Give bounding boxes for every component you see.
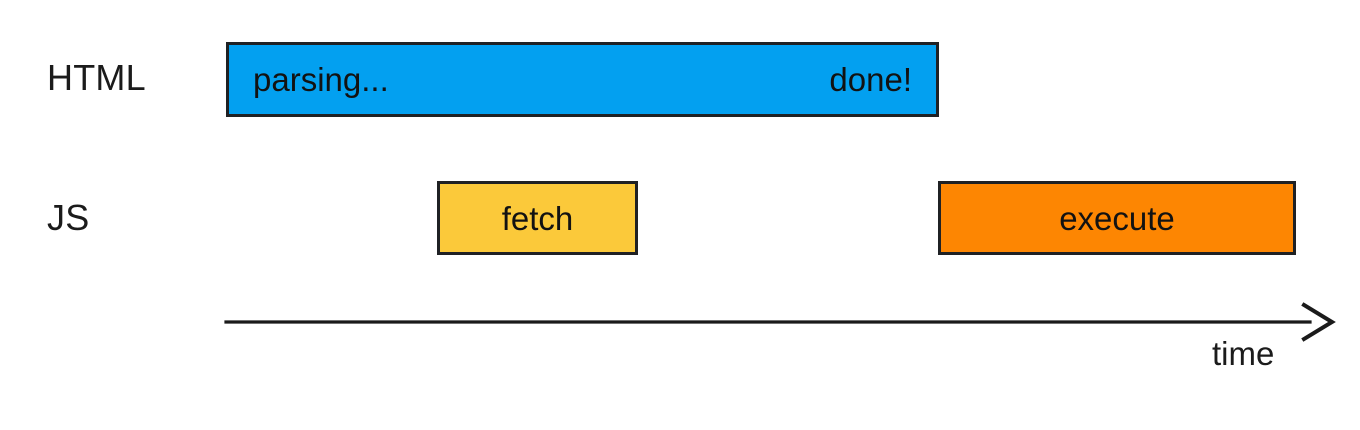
timeline-block-html-parsing: parsing... done! xyxy=(226,42,939,117)
timeline-block-js-execute: execute xyxy=(938,181,1296,255)
block-label-fetch: fetch xyxy=(501,199,574,237)
time-axis-arrow-icon xyxy=(224,302,1336,342)
row-label-js: JS xyxy=(47,197,90,238)
block-label-execute: execute xyxy=(1059,199,1175,237)
row-label-html: HTML xyxy=(47,57,146,98)
time-axis-label: time xyxy=(1212,335,1275,372)
block-label-done: done! xyxy=(829,61,912,98)
block-label-parsing: parsing... xyxy=(253,61,389,98)
time-axis xyxy=(220,300,1340,346)
timeline-block-js-fetch: fetch xyxy=(437,181,638,255)
